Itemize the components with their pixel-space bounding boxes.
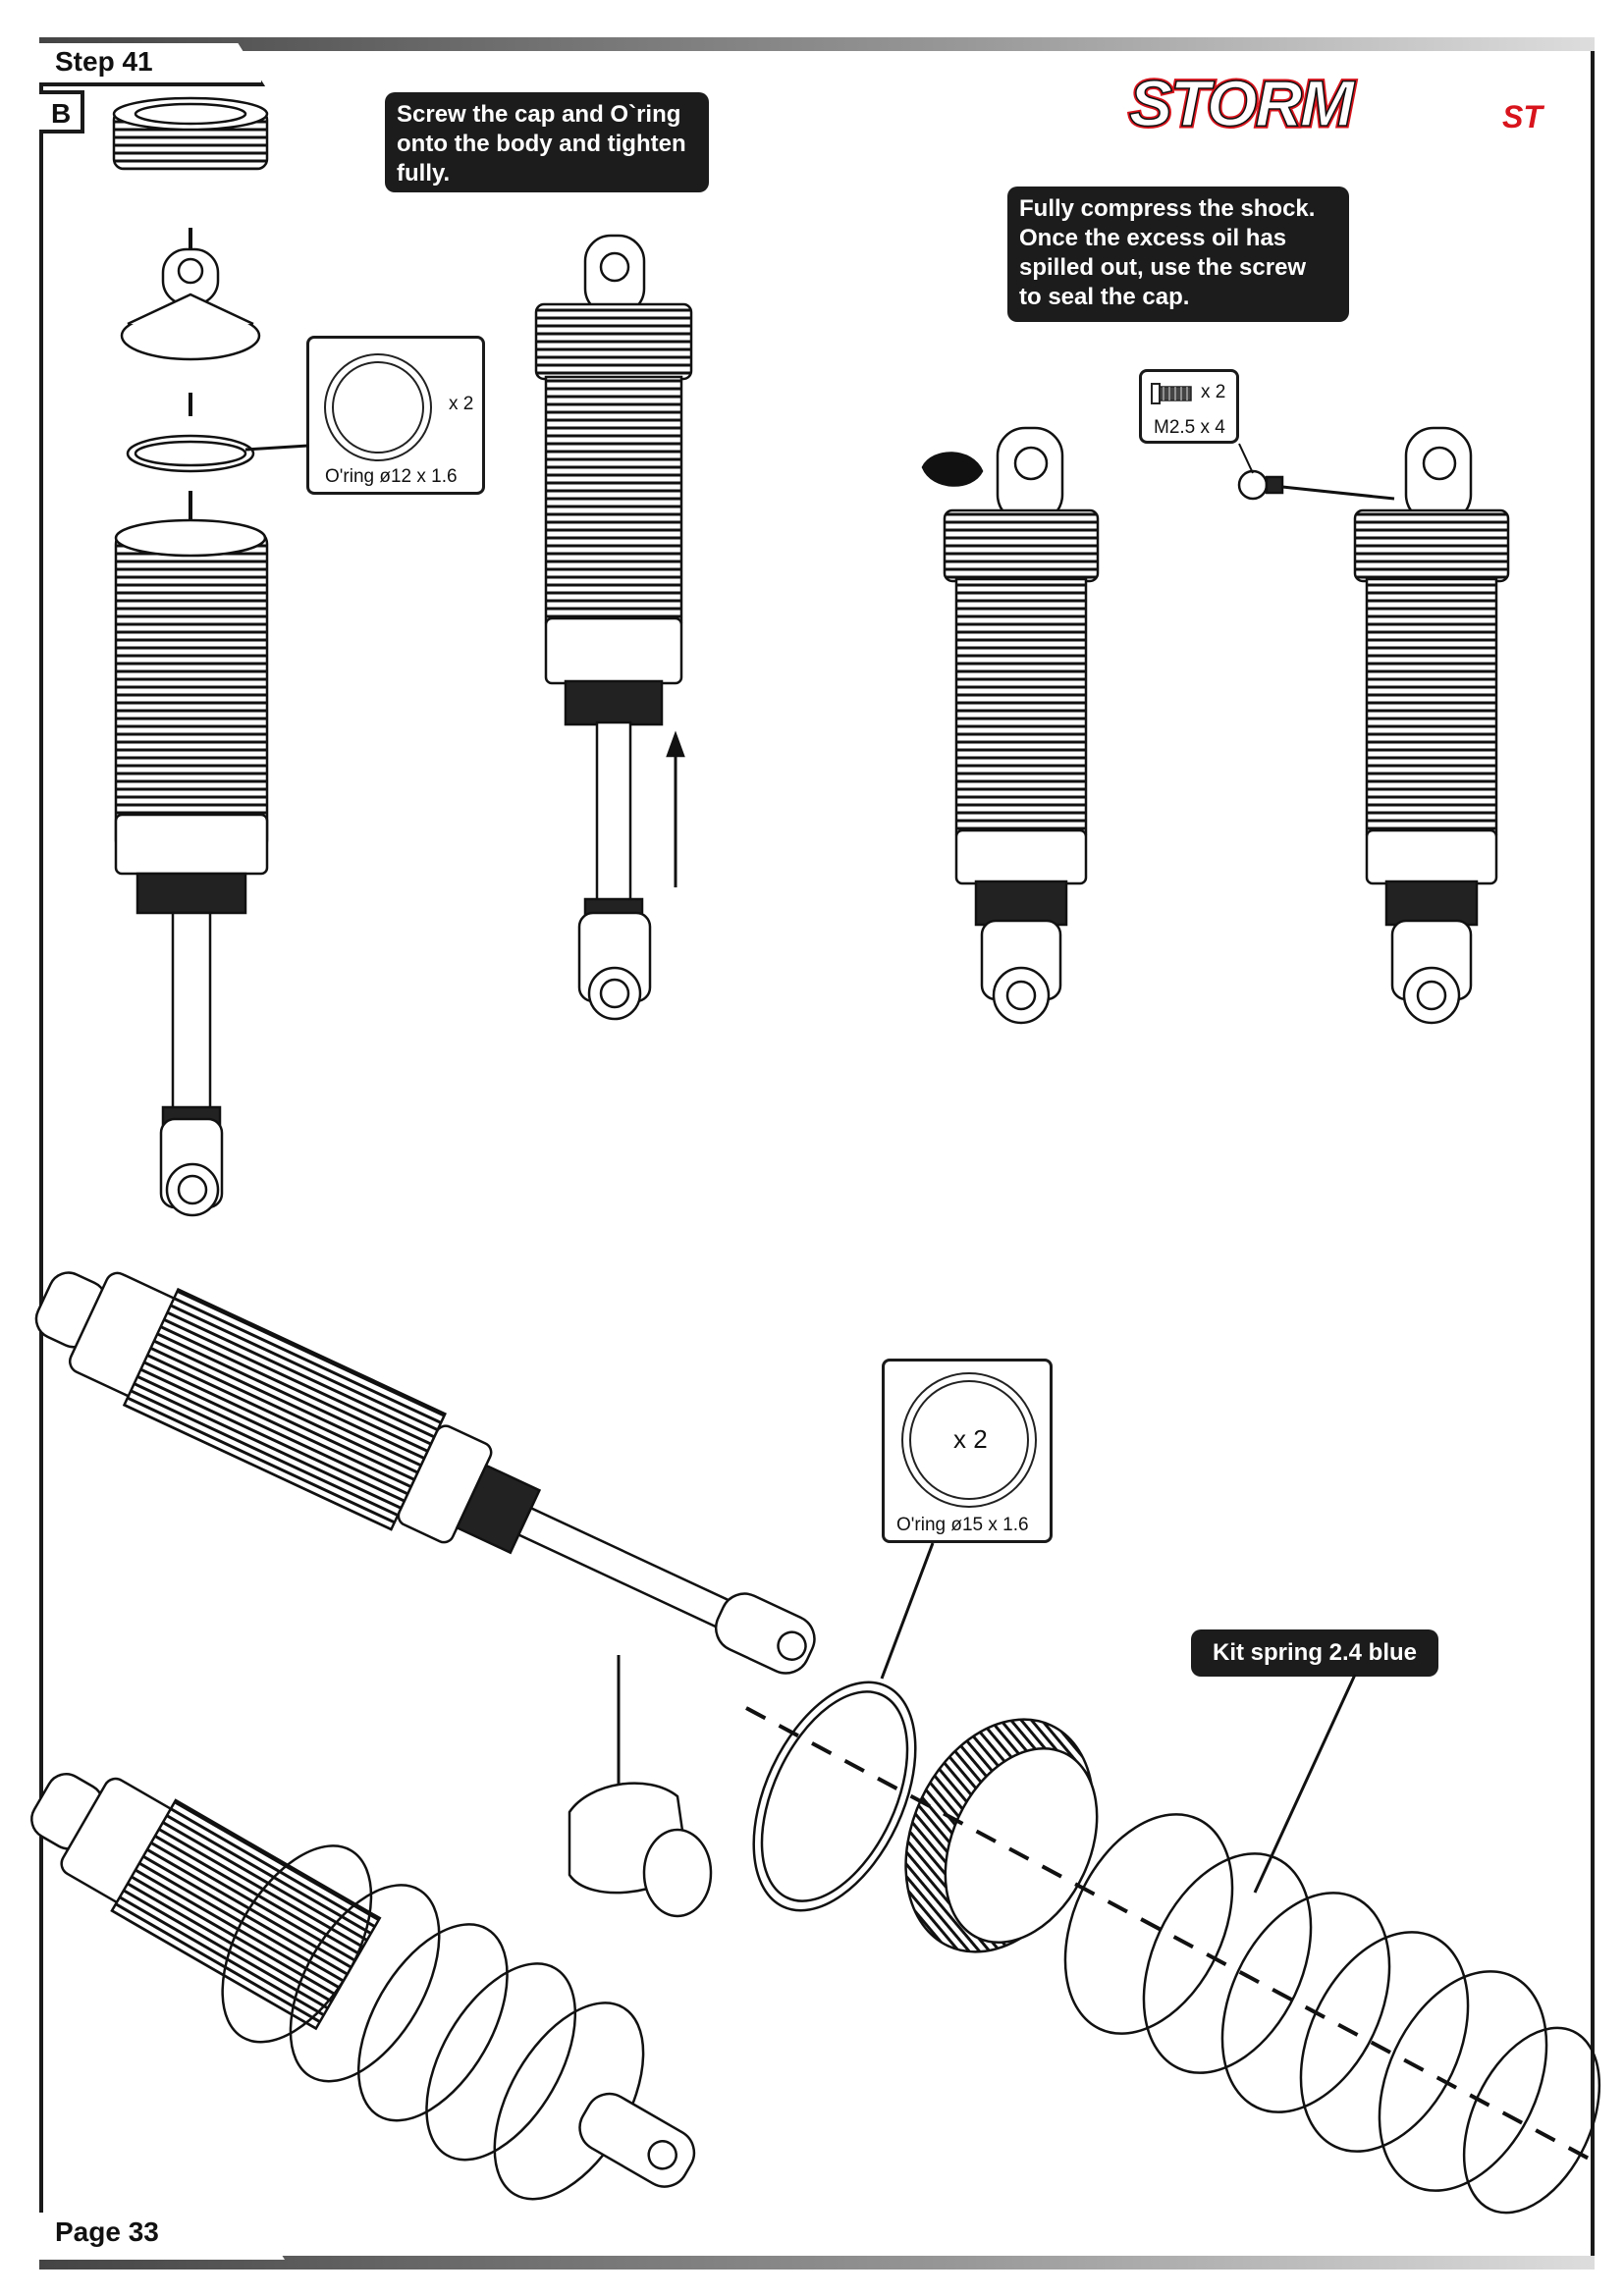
oring-small-name: O'ring ø12 x 1.6 (325, 466, 458, 487)
oring-large-icon (901, 1372, 1037, 1508)
logo-text-outline: STORM (1129, 71, 1356, 139)
oring-small-qty: x 2 (449, 394, 474, 414)
logo-suffix: ST (1502, 99, 1544, 134)
oring-large-box: x 2 O'ring ø15 x 1.6 (882, 1359, 1053, 1543)
screw-box: x 2 M2.5 x 4 (1139, 369, 1239, 444)
cap-instruction-note: Screw the cap and O`ring onto the body a… (385, 92, 709, 192)
page-number: Page 33 (55, 2216, 159, 2247)
compress-instruction-note: Fully compress the shock. Once the exces… (1007, 187, 1349, 322)
oring-large-name: O'ring ø15 x 1.6 (896, 1515, 1029, 1535)
logo-text: STORM (1129, 71, 1356, 139)
oring-small-icon (324, 353, 432, 461)
screw-icon (1151, 383, 1192, 404)
logo-graphic: STORM STORM ST (1127, 65, 1545, 142)
storm-st-logo: STORM STORM ST (1125, 65, 1587, 142)
header-bar (39, 37, 1595, 51)
spring-label-note: Kit spring 2.4 blue (1191, 1629, 1438, 1677)
oring-large-qty: x 2 (953, 1424, 988, 1454)
shock-compressed (921, 426, 1100, 1025)
screw-qty: x 2 (1201, 382, 1226, 402)
footer-bar (39, 2256, 1595, 2269)
step-tab (39, 43, 265, 86)
step-label: Step 41 (55, 46, 153, 77)
angled-shock-lower (30, 1773, 696, 2201)
assembled-shock-1 (534, 234, 693, 1021)
oring-small-box: x 2 O'ring ø12 x 1.6 (306, 336, 485, 495)
oring-large-exploded (752, 1542, 935, 1912)
spring-exploded (1063, 1674, 1601, 2215)
angled-shock-upper (34, 1271, 816, 1675)
sub-step-letter: B (51, 98, 72, 129)
exploded-shock (112, 96, 309, 1217)
assembly-axis (745, 1706, 1592, 2162)
sub-step-label: B (39, 90, 84, 133)
page-tab (39, 2213, 285, 2260)
spring-collar (904, 1718, 1099, 1953)
spring-retainer (568, 1655, 713, 1918)
shock-sealed (1237, 426, 1510, 1025)
screw-name: M2.5 x 4 (1154, 417, 1225, 438)
